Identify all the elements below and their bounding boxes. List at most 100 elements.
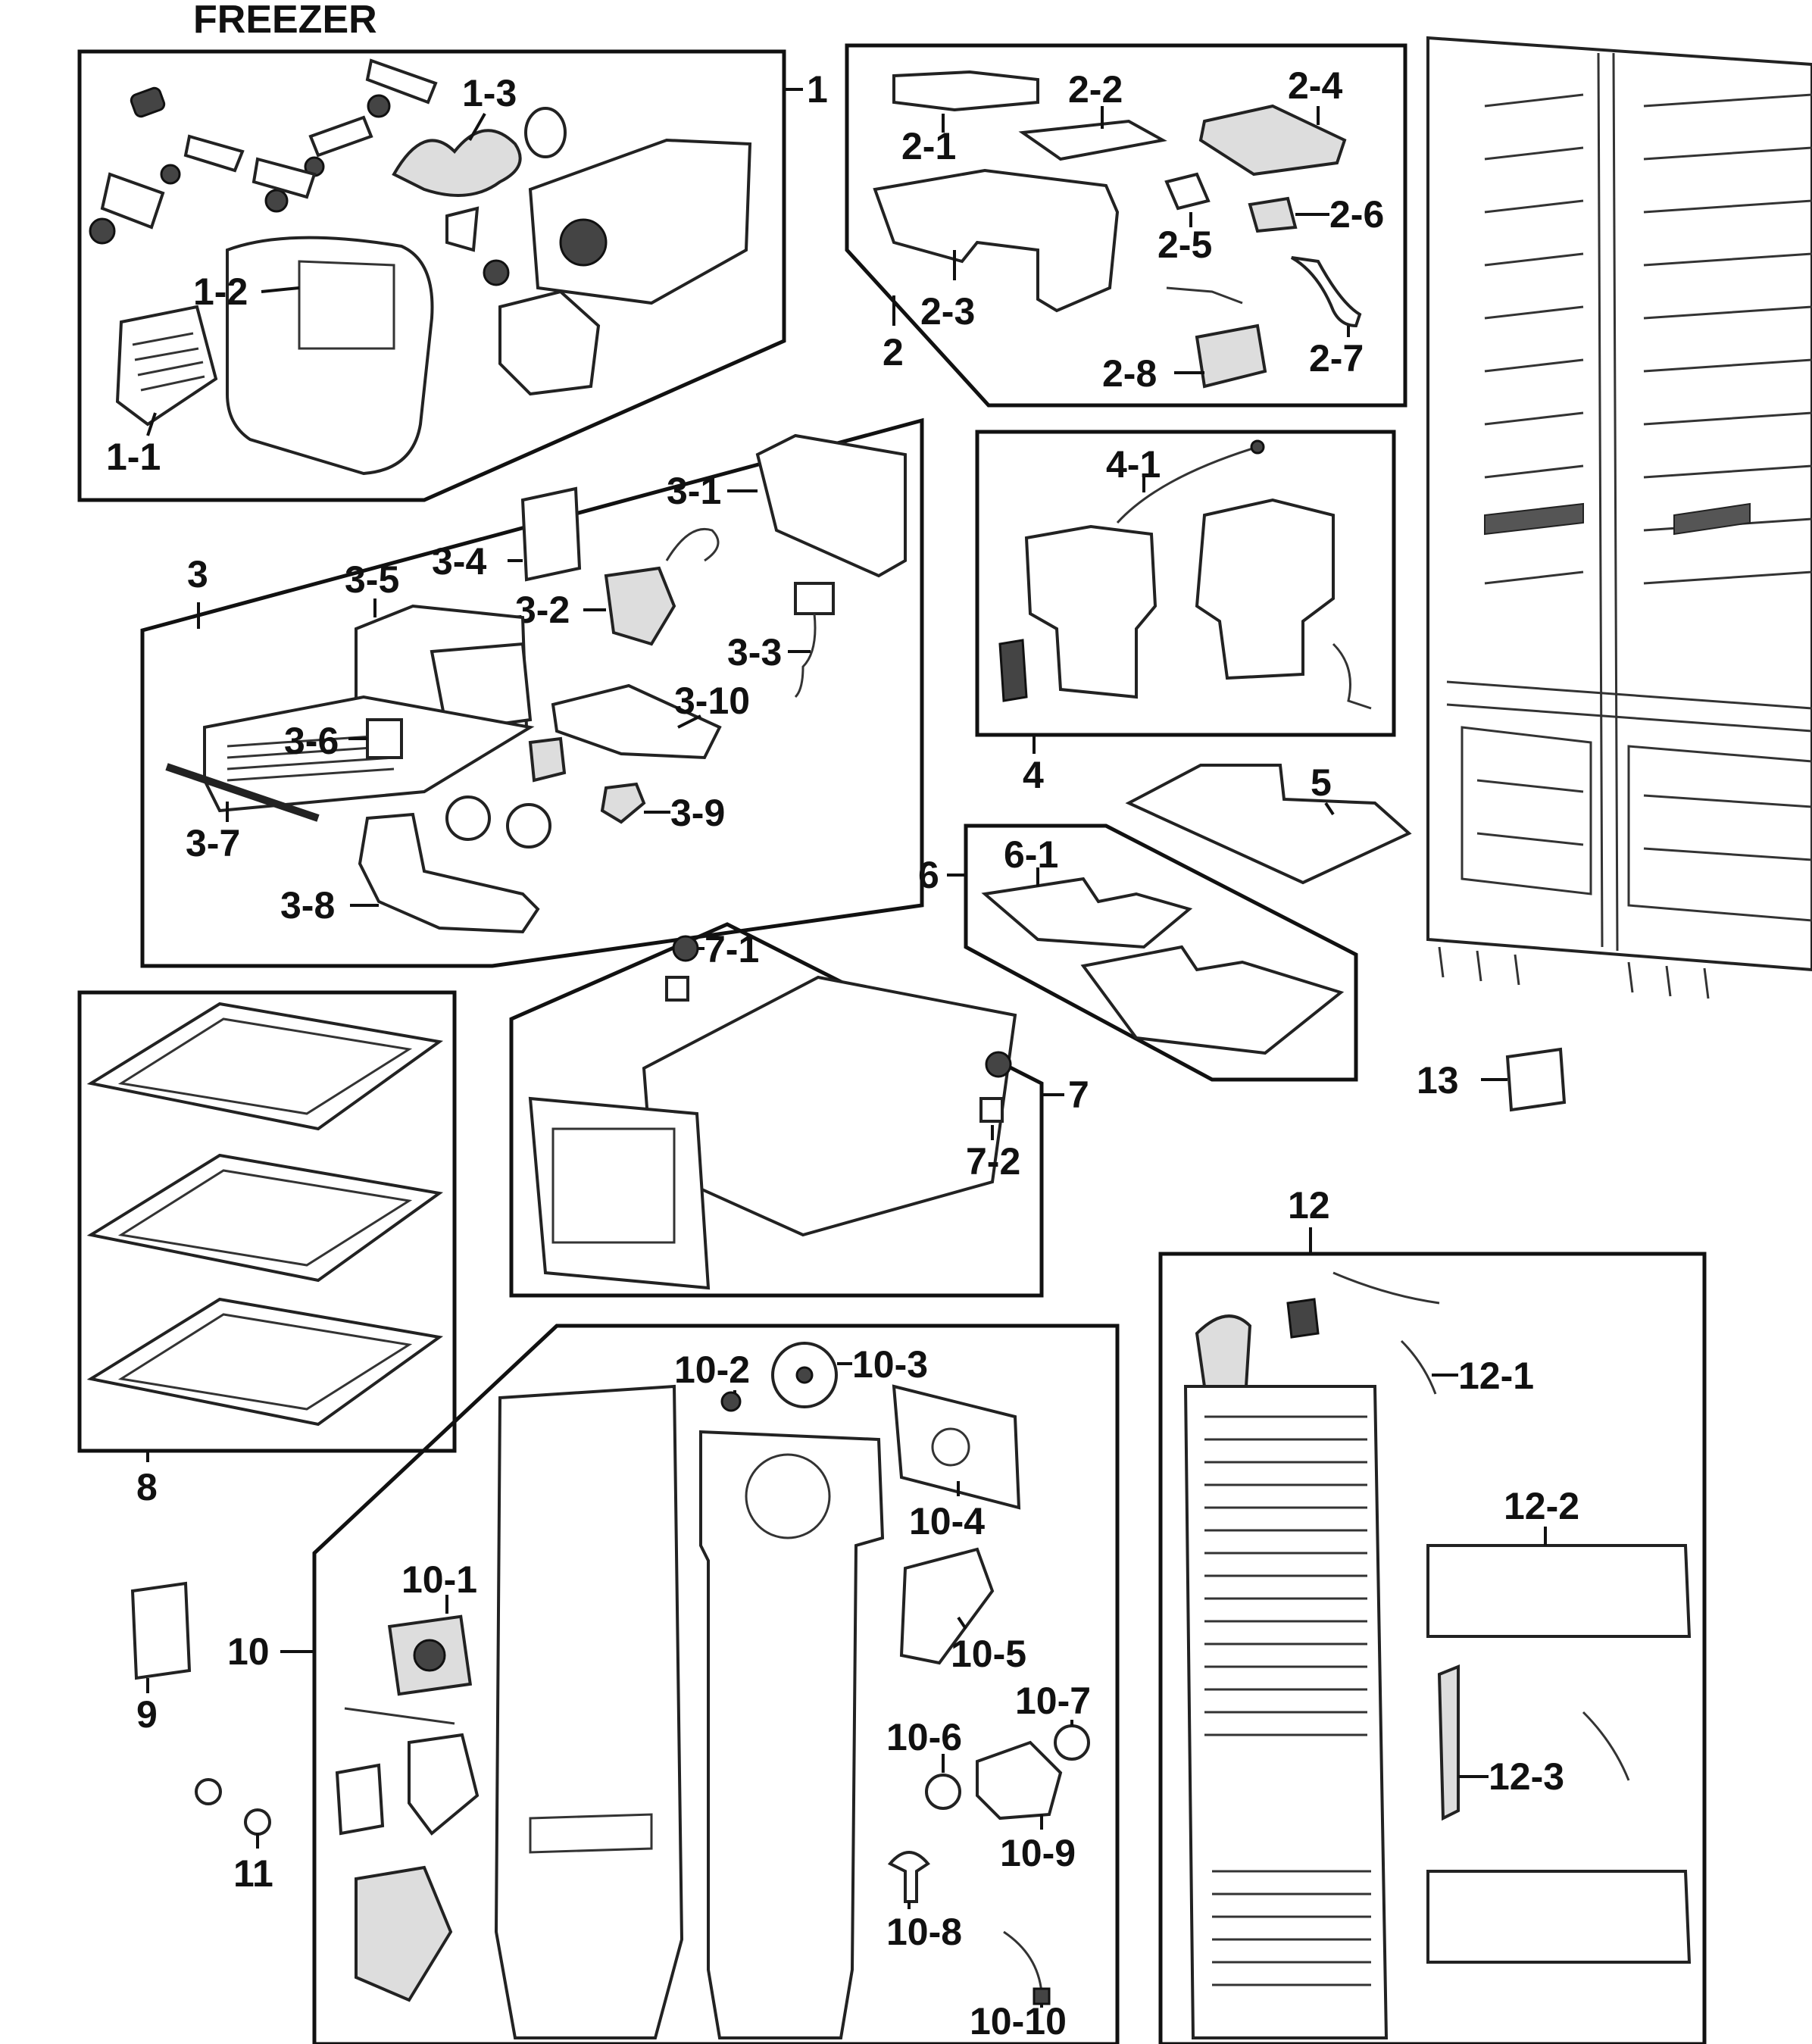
label-12-1: 12-1 — [1458, 1355, 1534, 1397]
accumulator-part — [1195, 1314, 1252, 1388]
label-11: 11 — [233, 1852, 273, 1895]
label-8: 8 — [136, 1466, 158, 1508]
part-2-8 — [1195, 323, 1267, 389]
label-7-1: 7-1 — [704, 928, 759, 970]
group-9-cover: 9 — [130, 1581, 192, 1736]
shelf-glass-b — [117, 1169, 413, 1267]
refrigerator-cabinet — [1426, 36, 1812, 999]
label-13: 13 — [1417, 1059, 1459, 1102]
label-10-6: 10-6 — [886, 1716, 962, 1758]
label-10-1: 10-1 — [401, 1558, 477, 1601]
label-10-9: 10-9 — [1000, 1832, 1076, 1874]
small-bushing-part-a — [89, 217, 116, 245]
group-10-frame — [312, 1324, 1120, 2044]
leader-1-1 — [146, 412, 157, 436]
cabinet-lower-compartments — [1461, 726, 1812, 922]
part-3-6 — [366, 718, 403, 759]
part-10-7 — [1054, 1724, 1090, 1761]
label-9: 9 — [136, 1693, 158, 1736]
group-4-dispenser-module: 4 4-1 — [975, 430, 1396, 796]
part-10-6 — [925, 1774, 961, 1810]
group-12-evaporator: 12 12-1 12-2 12-3 — [1158, 1184, 1707, 2044]
part-6-2 — [1080, 945, 1345, 1055]
part-3-1 — [755, 433, 907, 578]
leader-1-3 — [468, 113, 486, 141]
part-13 — [1505, 1047, 1567, 1112]
shelf-glass-c — [117, 1313, 413, 1411]
sensor-wire-part — [1332, 1271, 1440, 1305]
cutter-blade-part-d — [183, 134, 245, 173]
cap-part-a — [195, 1778, 222, 1805]
auger-part — [392, 129, 522, 197]
ice-bucket-opening — [298, 260, 395, 350]
part-3-7 — [165, 763, 320, 822]
group-11-caps: 11 — [195, 1778, 273, 1895]
cutter-blade-part-e — [308, 115, 373, 158]
label-10-7: 10-7 — [1015, 1680, 1091, 1722]
part-3-8 — [358, 812, 540, 934]
group-7-drawer: 7 7-1 7-2 — [509, 922, 1089, 1298]
thermostat-part — [1286, 1298, 1320, 1339]
duct-piece-b — [408, 1733, 480, 1836]
group-1-ice-maker: 1 1-2 1-1 1-3 — [77, 49, 828, 502]
part-10-10 — [1003, 1930, 1043, 1993]
grille-slots — [132, 332, 205, 392]
part-12-1 — [1400, 1339, 1437, 1395]
group-8-shelves: 8 — [77, 990, 457, 1508]
label-2: 2 — [883, 331, 904, 373]
label-1-3: 1-3 — [462, 72, 517, 114]
fan-hub — [413, 1639, 446, 1672]
bulb-part-a — [445, 795, 491, 841]
label-3: 3 — [187, 553, 208, 595]
part-4-1-connector — [1250, 439, 1265, 455]
label-2-5: 2-5 — [1157, 223, 1212, 266]
part-2-2 — [1018, 119, 1167, 161]
part-7-1 — [672, 935, 699, 962]
label-10-8: 10-8 — [886, 1911, 962, 1953]
cutter-blade-part-b — [251, 157, 317, 199]
leader-10-5 — [957, 1616, 967, 1630]
label-1: 1 — [807, 68, 828, 111]
label-1-1: 1-1 — [106, 436, 161, 478]
cabinet-rail-bracket-a — [1484, 502, 1584, 536]
part-3-5-cover — [430, 642, 533, 733]
label-3-1: 3-1 — [667, 470, 721, 512]
drawer-front — [528, 1096, 711, 1290]
label-2-1: 2-1 — [901, 125, 956, 167]
label-2-6: 2-6 — [1329, 193, 1384, 236]
cabinet-lower-rails — [1476, 779, 1812, 861]
cabinet-rail-bracket-b — [1673, 502, 1751, 536]
part-11 — [244, 1808, 271, 1836]
label-10: 10 — [227, 1630, 270, 1673]
cover-panel-right — [699, 1430, 885, 2039]
label-6: 6 — [918, 854, 939, 896]
bulb-part-b — [506, 803, 551, 849]
label-10-4: 10-4 — [909, 1500, 985, 1542]
part-5 — [1125, 764, 1412, 885]
group-3-control-assembly: 3 3-1 3-4 3-2 3-3 3-5 3-6 3-7 — [140, 417, 924, 968]
label-2-7: 2-7 — [1309, 337, 1364, 380]
part-12-2 — [1426, 1544, 1692, 1638]
small-bushing-part-c — [264, 189, 289, 213]
part-2-6 — [1248, 196, 1298, 233]
cutter-blade-part-c — [365, 58, 438, 105]
auger-gear-part — [524, 107, 567, 158]
diagram-title: FREEZER — [193, 0, 377, 42]
label-2-2: 2-2 — [1068, 68, 1123, 111]
cabinet-liner — [1426, 36, 1812, 972]
drawer-clip-a — [665, 976, 689, 1002]
small-gear-part-a — [130, 86, 166, 118]
small-bushing-part-f — [483, 259, 510, 286]
auger-motor-part — [498, 289, 601, 396]
part-2-1 — [892, 70, 1039, 112]
part-2-7 — [1291, 256, 1362, 328]
label-12-2: 12-2 — [1504, 1485, 1579, 1527]
cover-vent — [529, 1813, 653, 1854]
label-5: 5 — [1311, 761, 1332, 804]
leader-1-2 — [261, 286, 300, 293]
part-12-3 — [1437, 1664, 1460, 1821]
shelf-part-b — [86, 1153, 444, 1283]
label-3-3: 3-3 — [727, 631, 782, 674]
dispenser-module-a — [1024, 524, 1157, 699]
heater-wire-part — [1582, 1711, 1630, 1781]
